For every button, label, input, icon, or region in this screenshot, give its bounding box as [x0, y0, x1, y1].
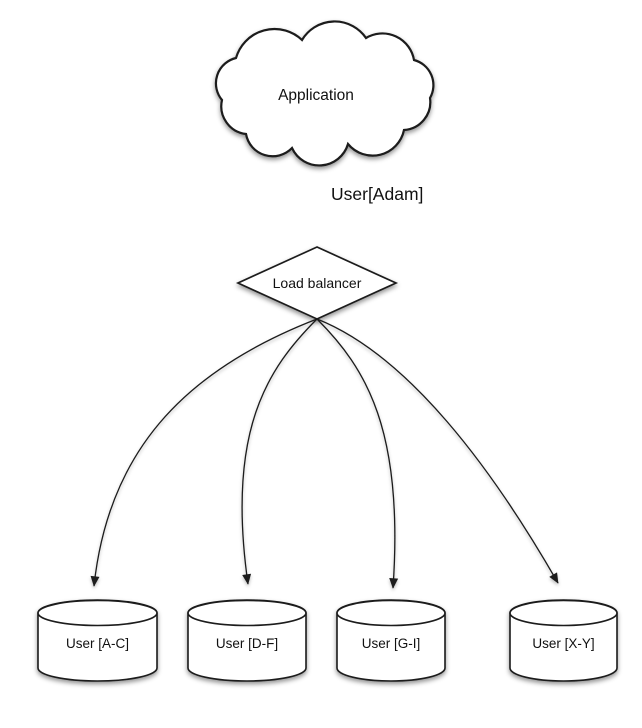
load-balancer-node: Load balancer — [235, 246, 399, 320]
edge-to-shard-a-c — [90, 318, 318, 587]
shard-label-g-i: User [G-I] — [362, 636, 421, 651]
edge-app-to-load-balancer: User[Adam] — [312, 151, 423, 243]
shard-node-a-c: User [A-C] — [37, 599, 158, 682]
cylinder-shape-g-i — [336, 599, 446, 682]
shard-node-g-i: User [G-I] — [336, 599, 446, 682]
edge-to-shard-x-y — [316, 318, 559, 584]
edge-to-shard-d-f — [241, 318, 318, 585]
edge-app-to-load-balancer-label: User[Adam] — [331, 184, 423, 204]
application-label: Application — [278, 87, 354, 104]
load-balancer-label: Load balancer — [273, 275, 362, 291]
cylinder-shape-x-y — [509, 599, 618, 682]
shard-label-x-y: User [X-Y] — [532, 636, 594, 651]
cloud-shape — [214, 20, 435, 167]
cylinder-shape-d-f — [187, 599, 307, 682]
shard-node-x-y: User [X-Y] — [509, 599, 618, 682]
application-cloud-node: Application — [214, 20, 435, 167]
shard-node-d-f: User [D-F] — [187, 599, 307, 682]
shard-label-a-c: User [A-C] — [66, 636, 129, 651]
edge-to-shard-g-i — [316, 318, 399, 589]
shard-label-d-f: User [D-F] — [216, 636, 278, 651]
edges-load-balancer-to-shards — [90, 318, 559, 589]
cylinder-shape-a-c — [37, 599, 158, 682]
